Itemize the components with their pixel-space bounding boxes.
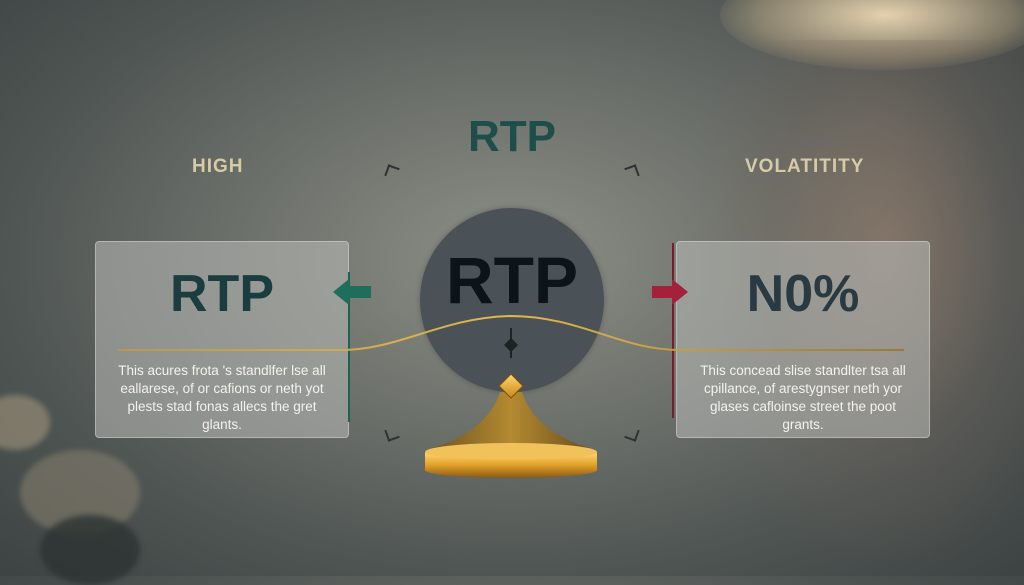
right-arrow-icon bbox=[672, 279, 688, 305]
volatility-label: VOLATITITY bbox=[745, 156, 865, 177]
balance-stand bbox=[432, 392, 590, 448]
volatility-card-value: N0% bbox=[746, 265, 860, 323]
volatility-card: N0% This concead slise standlter tsa all… bbox=[676, 241, 930, 438]
volatility-card-description: This concead slise standlter tsa all cpi… bbox=[700, 363, 906, 432]
center-rtp-label: RTP bbox=[446, 243, 578, 317]
rtp-title: RTP bbox=[468, 112, 556, 161]
right-divider-line bbox=[672, 243, 674, 418]
rtp-card: RTP This acures frota 's standlfer lse a… bbox=[95, 241, 349, 438]
balance-beam-line bbox=[118, 314, 904, 351]
balance-base bbox=[425, 452, 597, 478]
rtp-card-description: This acures frota 's standlfer lse all e… bbox=[118, 363, 326, 432]
background-chip bbox=[40, 515, 140, 585]
rtp-card-value: RTP bbox=[170, 265, 274, 323]
balance-base-top bbox=[425, 443, 597, 461]
left-divider-line bbox=[348, 272, 350, 422]
left-arrow-stem bbox=[349, 286, 371, 298]
balance-center-circle: RTP bbox=[420, 208, 604, 392]
right-arrow-stem bbox=[652, 286, 672, 298]
high-label: HIGH bbox=[192, 156, 244, 177]
left-arrow-icon bbox=[333, 279, 349, 305]
